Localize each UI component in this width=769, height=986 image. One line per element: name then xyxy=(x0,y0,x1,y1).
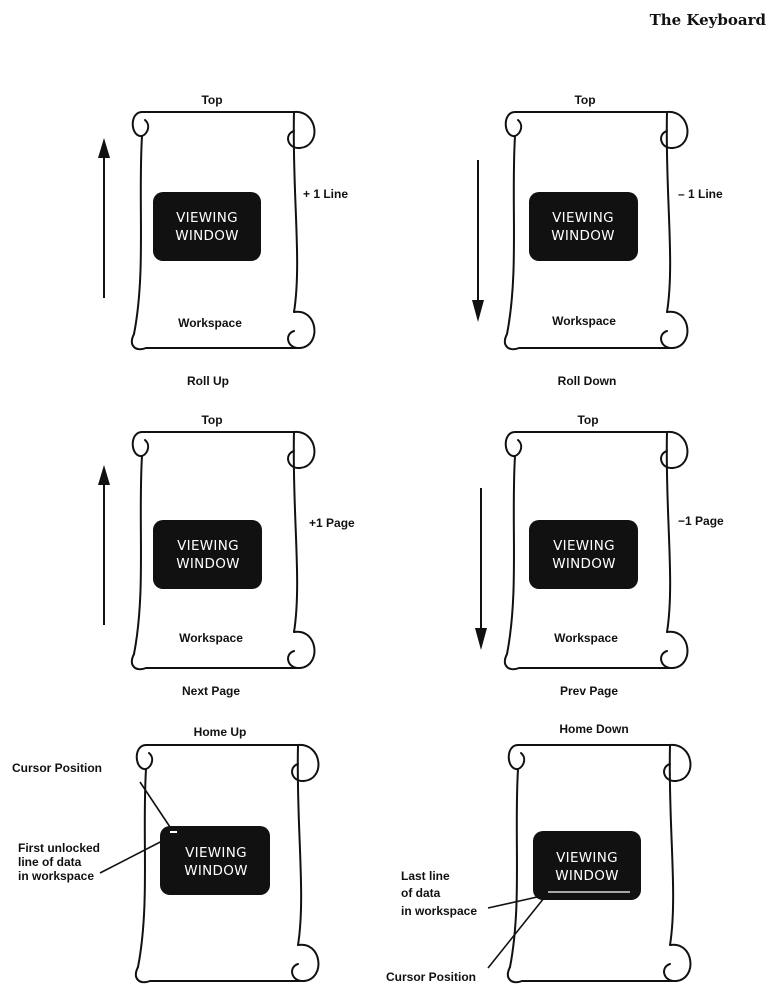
up-arrow-icon xyxy=(98,138,110,298)
cursor-leader-line xyxy=(488,893,548,968)
data-label-line2: of data xyxy=(401,886,441,900)
viewing-window-line1: VIEWING xyxy=(185,845,247,861)
data-label-line1: Last line xyxy=(401,869,450,883)
down-arrow-icon xyxy=(472,160,484,322)
panel-home-up: Home Up VIEWING WINDOW Cursor Position F… xyxy=(12,725,318,982)
amount-label: – 1 Line xyxy=(678,187,723,201)
panel-roll-up: Top VIEWING WINDOW Workspace + 1 Line Ro… xyxy=(98,93,348,388)
workspace-label: Workspace xyxy=(554,631,618,645)
viewing-window xyxy=(529,520,638,589)
data-label-line1: First unlocked xyxy=(18,841,100,855)
cursor-position-label: Cursor Position xyxy=(12,761,102,775)
viewing-window-line2: WINDOW xyxy=(552,556,616,572)
viewing-window-line1: VIEWING xyxy=(553,538,615,554)
data-label-line3: in workspace xyxy=(18,869,94,883)
viewing-window-line1: VIEWING xyxy=(556,850,618,866)
caption: Prev Page xyxy=(560,684,618,698)
data-leader-line xyxy=(100,838,168,873)
workspace-label: Workspace xyxy=(552,314,616,328)
caption: Roll Up xyxy=(187,374,229,388)
viewing-window xyxy=(529,192,638,261)
amount-label: −1 Page xyxy=(678,514,724,528)
data-label-line2: line of data xyxy=(18,855,82,869)
viewing-window-line1: VIEWING xyxy=(177,538,239,554)
running-header: The Keyboard xyxy=(650,11,767,29)
top-label: Top xyxy=(201,413,222,427)
top-label: Top xyxy=(574,93,595,107)
caption: Next Page xyxy=(182,684,240,698)
viewing-window-line2: WINDOW xyxy=(555,868,619,884)
viewing-window xyxy=(153,520,262,589)
top-label: Top xyxy=(201,93,222,107)
viewing-window-line2: WINDOW xyxy=(175,228,239,244)
viewing-window xyxy=(153,192,261,261)
viewing-window-line2: WINDOW xyxy=(551,228,615,244)
amount-label: + 1 Line xyxy=(303,187,348,201)
viewing-window-line1: VIEWING xyxy=(176,210,238,226)
caption: Roll Down xyxy=(558,374,617,388)
data-label-line3: in workspace xyxy=(401,904,477,918)
workspace-label: Workspace xyxy=(178,316,242,330)
viewing-window-line1: VIEWING xyxy=(552,210,614,226)
panel-title: Home Up xyxy=(194,725,247,739)
amount-label: +1 Page xyxy=(309,516,355,530)
workspace-label: Workspace xyxy=(179,631,243,645)
viewing-window-line2: WINDOW xyxy=(184,863,248,879)
down-arrow-icon xyxy=(475,488,487,650)
viewing-window-line2: WINDOW xyxy=(176,556,240,572)
panel-title: Home Down xyxy=(559,722,628,736)
panel-roll-down: Top VIEWING WINDOW Workspace – 1 Line Ro… xyxy=(472,93,723,388)
panel-next-page: Top VIEWING WINDOW Workspace +1 Page Nex… xyxy=(98,413,355,698)
panel-prev-page: Top VIEWING WINDOW Workspace −1 Page Pre… xyxy=(475,413,724,698)
panel-home-down: Home Down VIEWING WINDOW Last line of da… xyxy=(386,722,690,984)
cursor-position-label: Cursor Position xyxy=(386,970,476,984)
up-arrow-icon xyxy=(98,465,110,625)
top-label: Top xyxy=(577,413,598,427)
